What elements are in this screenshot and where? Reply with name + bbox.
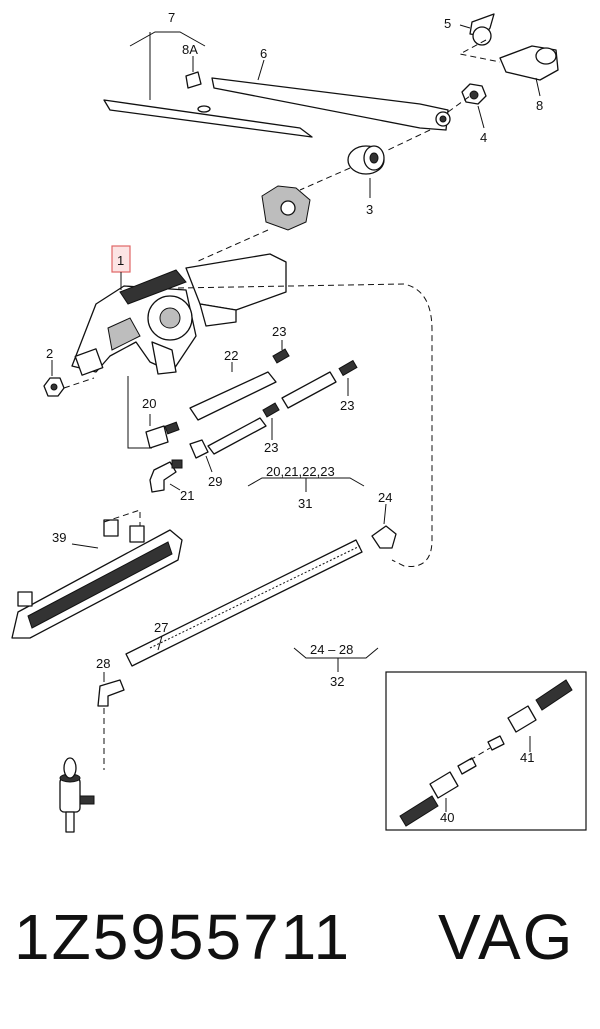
connector-23-a — [272, 348, 290, 364]
elbow-21 — [149, 459, 183, 493]
motor-flange — [261, 185, 311, 231]
callout-4: 4 — [480, 130, 487, 145]
callout-23b: 23 — [340, 398, 354, 413]
connector-23-b — [338, 359, 358, 377]
group-32-range: 24 – 28 — [310, 642, 353, 657]
wiper-motor — [71, 253, 287, 376]
callout-7: 7 — [168, 10, 175, 25]
callout-5: 5 — [444, 16, 451, 31]
corrugated-hose-27 — [125, 539, 363, 667]
nut-2 — [43, 377, 65, 397]
callout-23a: 23 — [272, 324, 286, 339]
connector-40 — [399, 757, 477, 827]
wiper-arm — [211, 77, 451, 131]
connector-20 — [145, 421, 180, 449]
connector-41 — [487, 679, 573, 751]
connector-23-c — [262, 402, 280, 418]
hose-22-c — [207, 417, 267, 455]
callout-39: 39 — [52, 530, 66, 545]
nut-4 — [461, 83, 487, 105]
cover-cap-8 — [499, 45, 559, 81]
elbow-28 — [97, 679, 125, 707]
callout-1: 1 — [117, 253, 124, 268]
callout-3: 3 — [366, 202, 373, 217]
callout-8a: 8A — [182, 42, 198, 57]
callout-8: 8 — [536, 98, 543, 113]
cap-5 — [469, 13, 495, 46]
callout-27: 27 — [154, 620, 168, 635]
callout-23c: 23 — [264, 440, 278, 455]
grommet-3 — [347, 145, 385, 175]
callout-20: 20 — [142, 396, 156, 411]
group-31-number: 31 — [298, 496, 312, 511]
elbow-24 — [371, 525, 397, 549]
callout-28: 28 — [96, 656, 110, 671]
callout-24: 24 — [378, 490, 392, 505]
callout-29: 29 — [208, 474, 222, 489]
callout-2: 2 — [46, 346, 53, 361]
footer-caption: 1Z5955711 VAG — [0, 900, 600, 1010]
cable-holder-39 — [11, 519, 183, 639]
callout-6: 6 — [260, 46, 267, 61]
brand-label: VAG — [438, 901, 575, 973]
callout-41: 41 — [520, 750, 534, 765]
callout-21: 21 — [180, 488, 194, 503]
clip-29 — [189, 439, 209, 459]
group-31-range: 20,21,22,23 — [266, 464, 335, 479]
hose-22-a — [189, 371, 277, 421]
washer-pump — [59, 757, 95, 833]
callout-40: 40 — [440, 810, 454, 825]
clip-8a — [185, 71, 202, 89]
wiper-blade — [103, 99, 313, 138]
callout-22: 22 — [224, 348, 238, 363]
hose-22-b — [281, 371, 337, 409]
part-number: 1Z5955711 — [14, 901, 352, 973]
group-32-number: 32 — [330, 674, 344, 689]
